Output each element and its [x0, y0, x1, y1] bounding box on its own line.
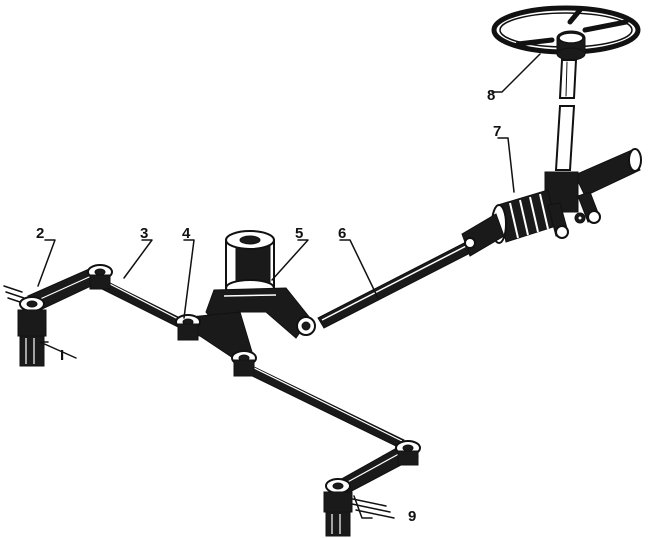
leader-lines	[37, 53, 541, 519]
label-3: 3	[140, 225, 148, 242]
lower-tie-rod	[239, 361, 405, 449]
steering-wheel	[491, 5, 641, 61]
label-5: 5	[295, 225, 303, 242]
right-steering-arm	[335, 440, 421, 519]
steering-column	[554, 59, 578, 171]
label-8: 8	[487, 87, 495, 104]
idler-bracket	[205, 230, 316, 339]
drag-link	[317, 213, 505, 329]
left-steering-knuckle	[17, 296, 47, 367]
label-2: 2	[36, 225, 44, 242]
label-1: I	[60, 347, 64, 364]
center-link	[175, 311, 257, 377]
label-9: 9	[408, 508, 416, 525]
label-4: 4	[182, 225, 191, 242]
left-steering-arm	[3, 264, 113, 311]
label-6: 6	[338, 225, 346, 242]
label-7: 7	[493, 123, 501, 140]
right-steering-knuckle	[323, 478, 353, 537]
